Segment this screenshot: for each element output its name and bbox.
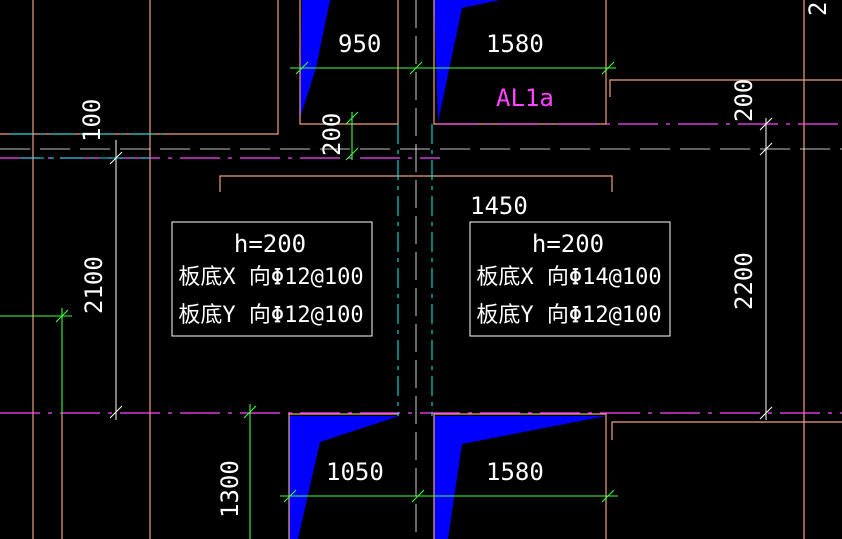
slab-texts: h=200 板底X 向Φ12@100 板底Y 向Φ12@100 h=200 板底… [178,230,661,328]
dim-tick-bottom-3 [601,489,615,503]
dim-tick-right-h-3 [759,406,773,420]
dim-text-edge-digit: 2 [804,2,832,16]
dimension-texts: 950 1580 1050 1580 1450 100 200 200 2100… [78,2,832,518]
dim-tick-mid-1 [345,111,359,125]
dim-text-mid-span: 1450 [470,192,528,220]
dim-tick-left [55,309,69,323]
slab-right-bottom-x: 板底X 向Φ14@100 [476,265,661,290]
dim-text-bottom-left: 1050 [326,458,384,486]
dim-tick-left-h-2 [109,405,123,419]
outline-right-bottom-step [611,421,842,440]
dim-text-right-height: 2200 [730,252,758,310]
dim-tick-right-h-1 [759,117,773,131]
blue-wall-hatches [289,0,606,539]
dim-text-short-gap: 200 [318,113,346,156]
outline-column-bottom-right [433,413,607,539]
outline-top-l [0,0,279,135]
dim-tick-top-1 [295,61,309,75]
dim-text-left-gap: 100 [78,99,106,142]
dim-tick-top-2 [409,61,423,75]
outline-right-step [609,79,842,97]
slab-box-left[interactable] [171,221,373,337]
slab-right-bottom-y: 板底Y 向Φ12@100 [476,303,661,328]
dim-text-top-left: 950 [338,30,381,58]
slab-left-bottom-x: 板底X 向Φ12@100 [178,265,363,290]
dim-text-left-height: 2100 [80,256,108,314]
dim-tick-left-h-1 [109,151,123,165]
dim-tick-mid-2 [345,147,359,161]
hatch-bottom-left [289,416,399,539]
green-dimension-lines [0,61,618,539]
cyan-lines [10,0,433,539]
slab-annotation-boxes [171,221,671,337]
slab-box-right[interactable] [469,221,671,337]
dim-tick-bottom-left [243,405,257,419]
dim-text-top-right: 1580 [486,30,544,58]
slab-left-thickness: h=200 [234,230,306,258]
dim-text-bottom-left-height: 1300 [216,460,244,518]
slab-right-thickness: h=200 [532,230,604,258]
outline-mid-span [219,175,613,192]
dim-tick-top-3 [601,61,615,75]
dim-tick-bottom-2 [411,489,425,503]
dim-text-bottom-right: 1580 [486,458,544,486]
beam-label[interactable]: AL1a [496,84,554,112]
slab-left-bottom-y: 板底Y 向Φ12@100 [178,303,363,328]
dim-tick-right-h-2 [759,142,773,156]
hatch-top-right [434,0,500,122]
white-dimension-lines [109,117,773,420]
outline-column-top-left [299,0,398,125]
hatch-top-left [300,0,330,118]
pink-grid-lines [0,123,842,414]
dim-text-right-gap: 200 [730,79,758,122]
dim-tick-bottom-1 [283,489,297,503]
hatch-bottom-right [434,416,606,539]
